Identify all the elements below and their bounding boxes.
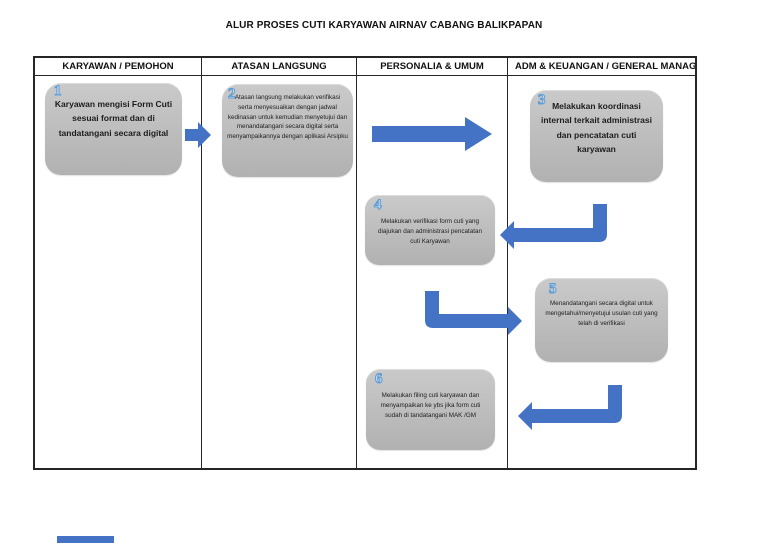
swimlane-table: KARYAWAN / PEMOHON ATASAN LANGSUNG PERSO… [33,56,697,470]
step-text-1: Karyawan mengisi Form Cuti sesuai format… [54,99,173,138]
swimlane-header-row: KARYAWAN / PEMOHON ATASAN LANGSUNG PERSO… [35,58,695,76]
step-number-6: 6 [375,371,383,387]
lane-personalia [357,76,508,469]
column-header-atasan: ATASAN LANGSUNG [202,58,357,75]
step-number-1: 1 [54,83,62,99]
column-header-adm-keuangan: ADM & KEUANGAN / GENERAL MANAGER [515,61,695,72]
lane-atasan [202,76,357,469]
step-number-3: 3 [538,92,546,108]
flow-arrow-step1-to-step2 [185,122,211,148]
process-step-2: 2 Atasan langsung melakukan verifikasi s… [222,84,353,177]
page-title: ALUR PROSES CUTI KARYAWAN AIRNAV CABANG … [225,20,543,31]
step-text-5: Menandatangani secara digital untuk meng… [545,300,658,328]
process-step-5: 5 Menandatangani secara digital untuk me… [535,278,668,362]
column-header-personalia: PERSONALIA & UMUM [357,58,508,75]
step-number-4: 4 [374,197,382,213]
swimlane-body [35,76,695,469]
flow-arrow-step3-to-step4 [500,204,607,249]
lane-karyawan [35,76,202,469]
flow-arrow-step5-to-step6 [518,385,622,430]
step-text-4: Melakukan verifikasi form cuti yang diaj… [378,218,482,246]
step-text-6: Melakukan filing cuti karyawan dan menya… [380,392,481,420]
step-number-5: 5 [549,281,557,297]
partial-blue-page-element [57,536,114,543]
flow-arrow-step4-to-step5 [425,291,522,335]
process-step-3: 3 Melakukan koordinasi internal terkait … [530,90,663,182]
step-number-2: 2 [228,86,236,102]
step-text-2: Atasan langsung melakukan verifikasi ser… [227,94,348,140]
column-header-karyawan: KARYAWAN / PEMOHON [35,58,202,75]
process-step-1: 1 Karyawan mengisi Form Cuti sesuai form… [45,83,182,175]
process-step-4: 4 Melakukan verifikasi form cuti yang di… [365,195,495,265]
step-text-3: Melakukan koordinasi internal terkait ad… [540,101,652,155]
flow-arrow-step2-to-step3 [372,117,492,151]
process-step-6: 6 Melakukan filing cuti karyawan dan men… [366,369,495,450]
